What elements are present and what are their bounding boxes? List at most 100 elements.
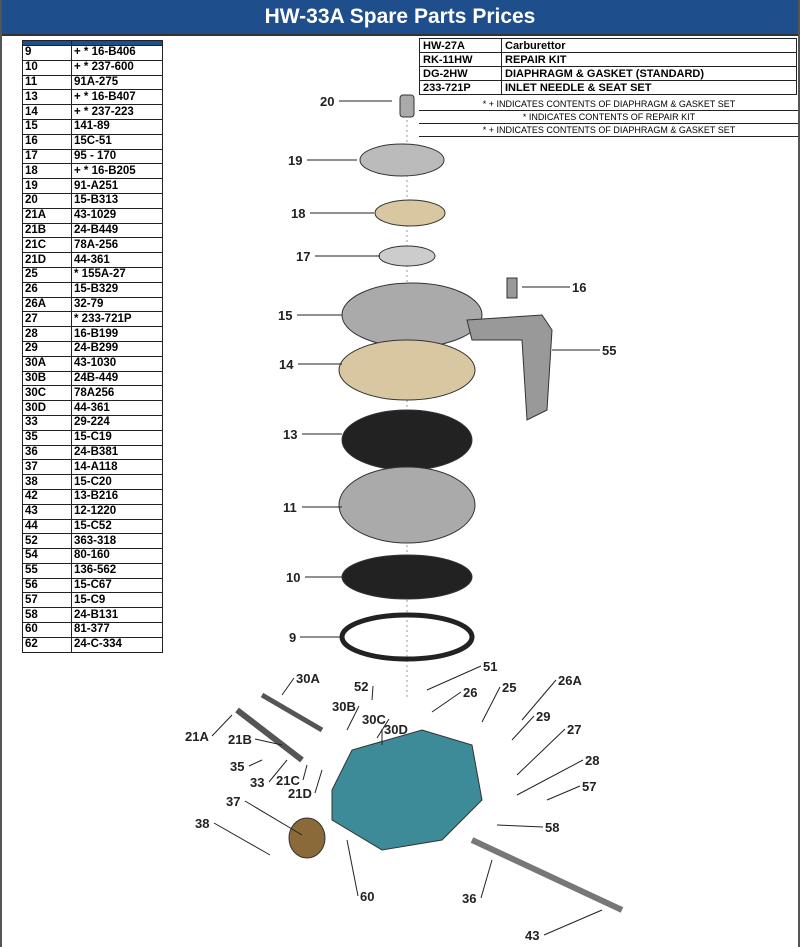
part-number: 14-A118 <box>71 459 163 476</box>
parts-row: 18+ * 16-B205 <box>22 163 163 180</box>
parts-row: 14+ * 237-223 <box>22 104 163 120</box>
callout-label: 11 <box>283 500 297 515</box>
ref-number: 14 <box>22 104 72 120</box>
callout-label: 14 <box>279 357 294 372</box>
callout-label: 16 <box>572 280 586 295</box>
callout-60: 60 <box>346 839 374 904</box>
leader-line <box>371 685 374 701</box>
callout-label: 38 <box>195 816 209 831</box>
note-diaphragm-gasket-2: * + INDICATES CONTENTS OF DIAPHRAGM & GA… <box>419 124 798 137</box>
callout-25: 25 <box>481 680 516 723</box>
callout-58: 58 <box>496 820 559 835</box>
parts-row: 27* 233-721P <box>22 311 163 328</box>
callout-label: 30A <box>296 671 320 686</box>
part-10-diaphragm <box>341 554 473 600</box>
kit-description: INLET NEEDLE & SEAT SET <box>501 80 797 95</box>
parts-row: 13+ * 16-B407 <box>22 89 163 106</box>
callout-21a: 21A <box>185 714 233 744</box>
callout-26a: 26A <box>521 673 582 721</box>
part-number: 24-B131 <box>71 607 163 624</box>
ref-number: 26 <box>22 281 72 298</box>
ref-number: 9 <box>22 45 72 61</box>
leader-line <box>480 859 493 899</box>
callout-29: 29 <box>511 709 550 741</box>
callout-label: 30B <box>332 699 356 714</box>
callout-28: 28 <box>516 753 599 796</box>
callout-37: 37 <box>226 794 303 836</box>
ref-number: 56 <box>22 577 72 594</box>
part-18-gasket <box>374 199 446 227</box>
callout-19: 19 <box>288 153 357 168</box>
part-number: 24-C-334 <box>71 636 163 653</box>
leader-line <box>346 839 359 897</box>
part-number: 24B-449 <box>71 370 163 387</box>
part-15-pump-cover <box>341 282 483 348</box>
part-number: 15-C19 <box>71 429 163 446</box>
ref-number: 52 <box>22 533 72 550</box>
ref-number: 30A <box>22 355 72 372</box>
part-number: 136-562 <box>71 562 163 579</box>
callout-label: 52 <box>354 679 368 694</box>
leader-line <box>511 715 535 741</box>
part-number: 15-C52 <box>71 518 163 535</box>
part-number: 13-B216 <box>71 488 163 505</box>
callout-51: 51 <box>426 659 497 691</box>
part-number: 43-1030 <box>71 355 163 372</box>
part-number: 43-1029 <box>71 207 163 224</box>
part-number: + * 16-B406 <box>71 45 163 61</box>
kit-description: DIAPHRAGM & GASKET (STANDARD) <box>501 66 797 81</box>
kit-code: RK-11HW <box>419 52 502 67</box>
callout-label: 9 <box>289 630 296 645</box>
ref-number: 62 <box>22 636 72 653</box>
part-14-diaphragm <box>338 339 476 401</box>
callout-30b: 30B <box>332 699 360 731</box>
ref-number: 25 <box>22 266 72 283</box>
leader-line <box>211 714 233 737</box>
ref-number: 21A <box>22 207 72 224</box>
callout-label: 60 <box>360 889 374 904</box>
callout-label: 30D <box>384 722 408 737</box>
part-number: 24-B299 <box>71 340 163 357</box>
callout-21d: 21D <box>288 769 323 801</box>
ref-number: 35 <box>22 429 72 446</box>
callout-15: 15 <box>278 308 342 323</box>
leader-line <box>302 764 308 781</box>
part-number: 44-361 <box>71 252 163 268</box>
parts-row: 10+ * 237-600 <box>22 59 163 76</box>
ref-number: 28 <box>22 326 72 342</box>
callout-16: 16 <box>522 280 586 295</box>
leader-line <box>281 677 295 696</box>
part-number: 363-318 <box>71 533 163 550</box>
leader-line <box>516 759 584 796</box>
callout-33: 33 <box>250 759 288 790</box>
callout-label: 13 <box>283 427 297 442</box>
ref-number: 16 <box>22 133 72 150</box>
ref-number: 44 <box>22 518 72 535</box>
callout-label: 43 <box>525 928 539 943</box>
part-number: 80-160 <box>71 548 163 564</box>
callout-17: 17 <box>296 249 380 264</box>
callout-label: 58 <box>545 820 559 835</box>
ref-number: 42 <box>22 488 72 505</box>
ref-number: 21B <box>22 222 72 239</box>
callout-label: 21C <box>276 773 300 788</box>
parts-row: 25* 155A-27 <box>22 266 163 283</box>
callout-14: 14 <box>279 357 342 372</box>
